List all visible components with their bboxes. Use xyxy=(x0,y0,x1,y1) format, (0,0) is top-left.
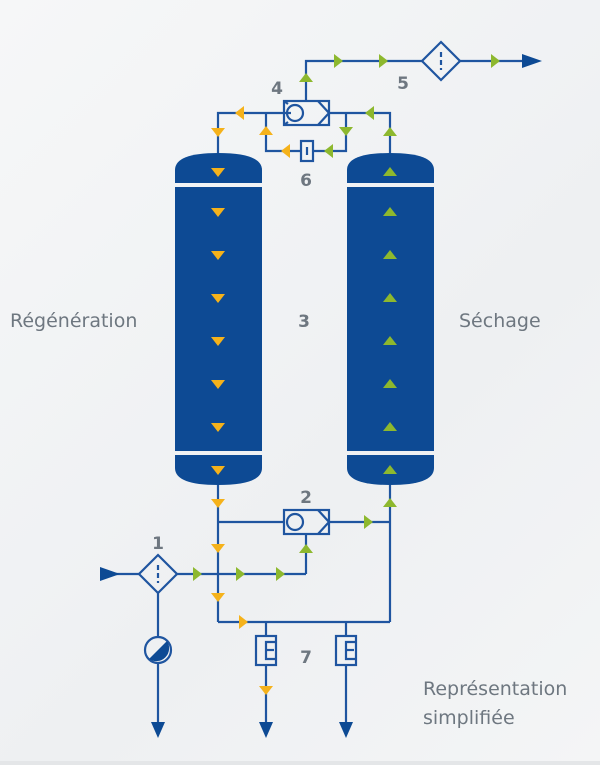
drain-outlet-arrow-icon xyxy=(151,722,165,738)
flow-arrow-icon xyxy=(383,422,397,431)
flow-arrow-icon xyxy=(324,144,333,158)
flow-arrow-icon xyxy=(259,126,273,135)
flow-arrow-icon xyxy=(211,337,225,346)
flow-arrow-icon xyxy=(211,128,225,137)
flow-arrow-icon xyxy=(379,54,388,68)
outlet-arrow-icon xyxy=(522,54,542,68)
flow-arrow-icon xyxy=(211,251,225,260)
flow-arrow-icon xyxy=(334,54,343,68)
flow-arrow-icon xyxy=(211,466,225,475)
drain-icon xyxy=(143,635,173,665)
flow-arrow-icon xyxy=(364,515,373,529)
exhaust-outlet-arrow-icon xyxy=(339,722,353,738)
top-piping xyxy=(216,59,525,153)
left-tank xyxy=(175,153,262,485)
flow-arrow-icon xyxy=(383,127,397,136)
right-tank-label: Séchage xyxy=(459,310,541,332)
bottom-piping xyxy=(100,485,392,730)
flow-arrow-icon xyxy=(299,73,313,82)
bottom-border xyxy=(0,761,600,765)
right-tank xyxy=(347,153,434,485)
flow-arrow-icon xyxy=(383,250,397,259)
flow-arrow-icon xyxy=(383,498,397,507)
flow-arrow-icon xyxy=(211,593,225,602)
outlet-filter-icon xyxy=(420,40,462,82)
flow-arrow-icon xyxy=(365,106,374,120)
flow-arrow-icon xyxy=(211,208,225,217)
flow-arrow-icon xyxy=(383,336,397,345)
flow-arrow-icon xyxy=(211,499,225,508)
flow-arrow-icon xyxy=(235,106,244,120)
flow-arrow-icon xyxy=(383,293,397,302)
flow-arrow-icon xyxy=(491,54,500,68)
label-2: 2 xyxy=(300,488,312,508)
flow-arrow-icon xyxy=(211,294,225,303)
flow-arrow-icon xyxy=(339,127,353,136)
flow-arrow-icon xyxy=(383,167,397,176)
flow-arrow-icon xyxy=(281,144,290,158)
flow-arrow-icon xyxy=(299,544,313,553)
left-tank-label: Régénération xyxy=(10,310,137,332)
orifice-icon xyxy=(299,139,315,163)
flow-arrow-icon xyxy=(211,168,225,177)
flow-arrow-icon xyxy=(211,380,225,389)
flow-arrow-icon xyxy=(259,686,273,695)
lower-shuttle-valve-icon xyxy=(282,508,331,536)
flow-arrow-icon xyxy=(211,544,225,553)
representation-label-line1: Représentation xyxy=(423,678,567,700)
flow-arrow-icon xyxy=(276,567,285,581)
inlet-arrow-icon xyxy=(100,567,120,581)
silencer-icon xyxy=(254,634,278,667)
label-3: 3 xyxy=(298,312,310,332)
flow-arrow-icon xyxy=(211,423,225,432)
flow-arrow-icon xyxy=(236,567,245,581)
flow-arrow-icon xyxy=(383,379,397,388)
flow-arrows xyxy=(193,54,500,695)
silencer-icon xyxy=(334,634,358,667)
label-7: 7 xyxy=(300,648,312,668)
label-4: 4 xyxy=(271,79,283,99)
label-6: 6 xyxy=(300,171,312,191)
label-5: 5 xyxy=(397,74,409,94)
upper-shuttle-valve-icon xyxy=(282,99,331,127)
exhaust-outlet-arrow-icon xyxy=(259,722,273,738)
flow-arrow-icon xyxy=(193,567,202,581)
flow-arrow-icon xyxy=(239,615,248,629)
inlet-filter-icon xyxy=(137,553,179,595)
label-1: 1 xyxy=(152,534,164,554)
flow-arrow-icon xyxy=(383,465,397,474)
representation-label-line2: simplifiée xyxy=(423,707,515,729)
flow-arrow-icon xyxy=(383,207,397,216)
